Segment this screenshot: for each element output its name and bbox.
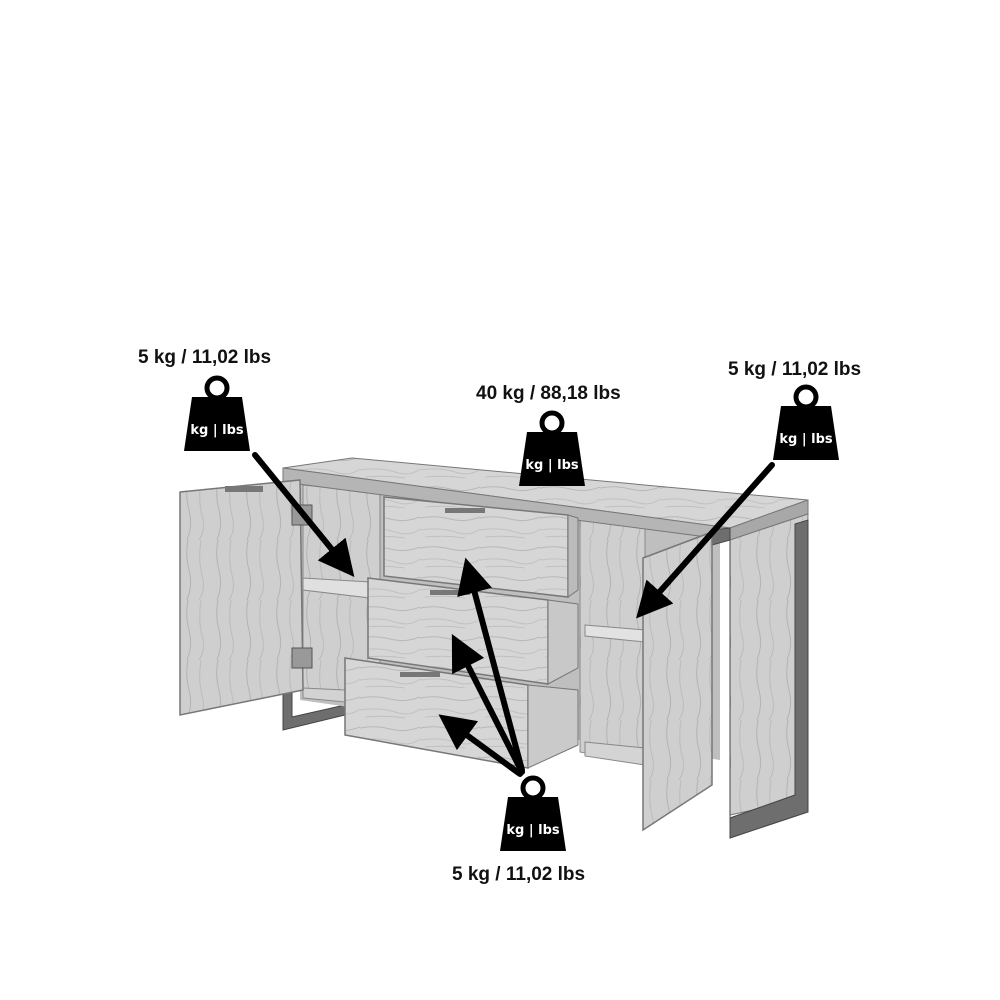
door-left: [179, 479, 313, 716]
arrows: [252, 452, 775, 777]
label-top: 40 kg / 88,18 lbs: [476, 383, 621, 404]
label-right-shelf: 5 kg / 11,02 lbs: [728, 359, 862, 380]
metal-leg-right: [711, 519, 809, 839]
label-drawers: 5 kg / 11,02 lbs: [452, 864, 586, 885]
arrow-right-shelf: [636, 462, 775, 619]
door-right: [642, 530, 713, 832]
label-left-shelf: 5 kg / 11,02 lbs: [138, 347, 272, 368]
weight-icon: kg | lbs: [773, 384, 839, 462]
arrow-drawer-bottom: [438, 714, 523, 777]
drawer-middle: [367, 577, 579, 685]
drawer-bottom: [344, 657, 579, 769]
arrow-left-shelf: [252, 452, 355, 577]
drawer-top: [383, 496, 579, 598]
weight-icon: kg | lbs: [519, 410, 585, 488]
arrow-drawer-middle: [451, 633, 525, 775]
weight-icon: kg | lbs: [500, 775, 566, 853]
arrow-drawer-top: [457, 557, 525, 773]
weight-icon: kg | lbs: [184, 375, 250, 453]
